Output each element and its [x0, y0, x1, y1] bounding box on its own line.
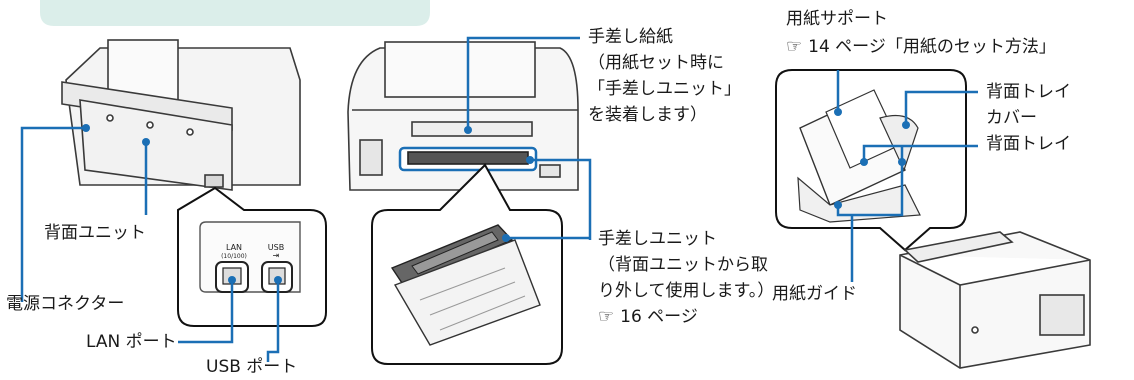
label-manual-unit-ref[interactable]: ☞16 ページ [598, 306, 698, 328]
printer-front-illustration [347, 41, 579, 191]
label-paper-support-ref[interactable]: ☞14 ページ「用紙のセット方法」 [786, 36, 1056, 58]
label-rear-tray: 背面トレイ [986, 134, 1071, 154]
label-paper-support: 用紙サポート [786, 9, 888, 29]
manual-unit-ref-text: 16 ページ [620, 307, 698, 327]
port-usb-text: USB [268, 243, 284, 252]
printer-body-illustration [899, 231, 1091, 369]
label-manual-unit: 手差しユニット [598, 229, 717, 249]
label-usb-port: USB ポート [206, 357, 298, 377]
header-tab [40, 0, 430, 26]
label-lan-port: LAN ポート [86, 332, 177, 352]
manual-unit-zoom-illustration [371, 163, 563, 365]
reference-icon: ☞ [598, 306, 615, 327]
usb-symbol-icon: ⇥ [273, 251, 280, 260]
label-rear-unit: 背面ユニット [44, 223, 146, 243]
label-manual-feed-note-1: （用紙セット時に [588, 53, 724, 73]
label-rear-tray-cover-2: カバー [986, 108, 1037, 128]
label-manual-feed-note-3: を装着します） [588, 105, 707, 125]
paper-support-ref-text: 14 ページ「用紙のセット方法」 [808, 37, 1056, 57]
printer-rear-illustration [61, 39, 301, 191]
leader-lines [20, 36, 978, 362]
reference-icon: ☞ [786, 36, 803, 57]
label-manual-unit-note-1: （背面ユニットから取 [598, 255, 768, 275]
label-power-connector: 電源コネクター [6, 294, 125, 314]
label-manual-feed: 手差し給紙 [588, 27, 673, 47]
label-rear-tray-cover-1: 背面トレイ [986, 82, 1071, 102]
port-lan-text: LAN [226, 243, 242, 252]
ports-zoom-illustration: LAN (10/100) USB ⇥ [177, 186, 327, 327]
port-lan-sub: (10/100) [221, 253, 247, 260]
label-paper-guide: 用紙ガイド [772, 284, 857, 304]
label-manual-feed-note-2: 「手差しユニット」 [588, 79, 741, 99]
printer-side-zoom-illustration [775, 69, 967, 252]
leader-dots [82, 108, 910, 284]
label-manual-unit-note-2: り外して使用します。） [598, 281, 775, 301]
